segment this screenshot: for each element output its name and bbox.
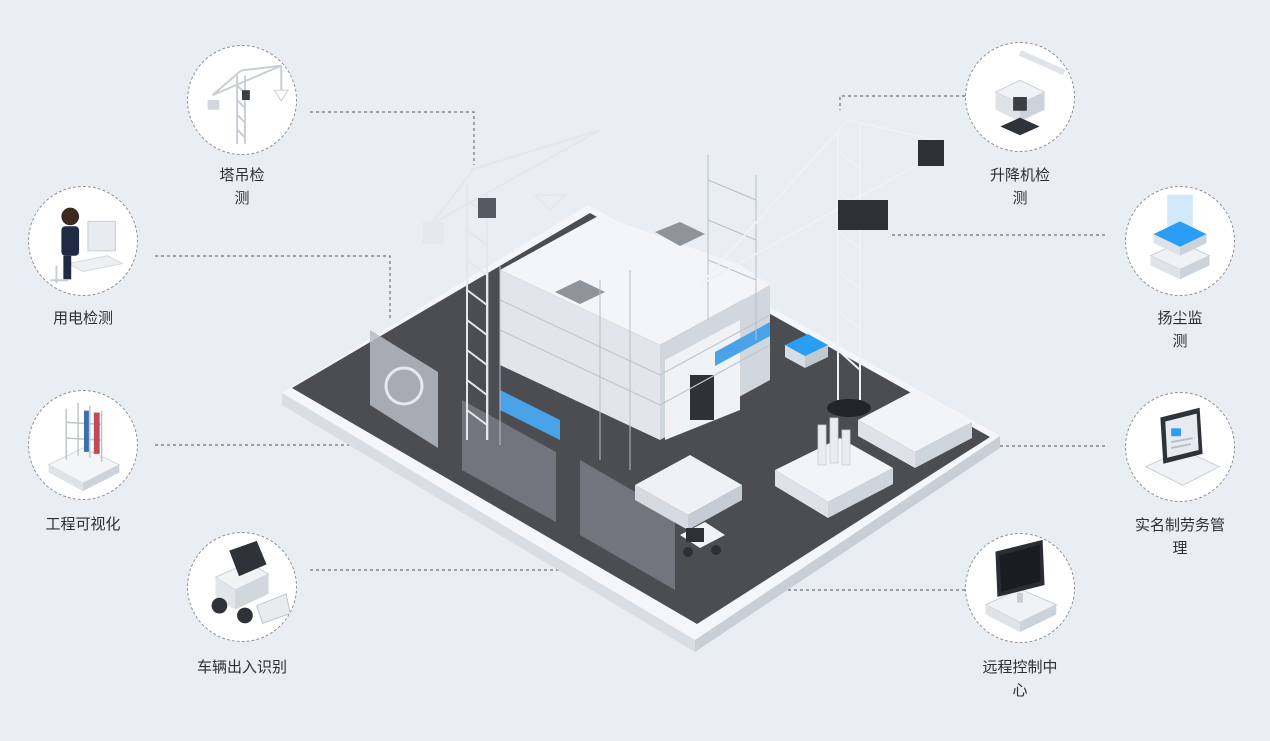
node-dust[interactable] — [1125, 186, 1235, 296]
right-crane-counterweight — [918, 140, 944, 166]
node-remote[interactable] — [965, 533, 1075, 643]
panel-fingerprint — [384, 366, 424, 406]
platform-side — [282, 393, 695, 652]
building-left-face — [500, 270, 660, 440]
node-label-tower-crane: 塔吊检 测 — [177, 164, 307, 210]
node-visualization[interactable] — [28, 390, 138, 500]
node-realname[interactable] — [1125, 392, 1235, 502]
right-crane-base — [827, 399, 871, 417]
building-top — [500, 215, 770, 345]
label-line: 工程可视化 — [45, 515, 121, 533]
connector-tower-crane — [310, 111, 475, 165]
blue-glass-band-left — [500, 390, 560, 440]
tower-crane-icon — [207, 64, 290, 145]
node-vehicle[interactable] — [187, 532, 297, 642]
roof-opening-2 — [655, 222, 705, 246]
analytics-block-2 — [858, 390, 972, 452]
dust-sensor-icon — [1149, 194, 1211, 280]
precast-slabs — [635, 455, 742, 515]
node-label-visualization: 工程可视化 — [18, 513, 148, 536]
label-line: 塔吊检 — [219, 166, 265, 184]
label-line: 测 — [1012, 189, 1028, 207]
label-line: 远程控制中 — [982, 658, 1058, 676]
label-line: 车辆出入识别 — [196, 658, 287, 676]
tablet-icon — [1144, 407, 1221, 486]
label-line: 测 — [234, 189, 250, 207]
left-tower-crane — [429, 129, 601, 440]
dust-device-on-site — [785, 334, 828, 356]
label-line: 实名制劳务管 — [1134, 516, 1225, 534]
node-label-vehicle: 车辆出入识别 — [177, 656, 307, 679]
glass-panel-front — [580, 460, 675, 590]
glass-panel-mid — [462, 400, 556, 522]
connector-elevator — [839, 95, 965, 110]
scaffold-model-icon — [47, 402, 121, 492]
skid-loader-icon — [211, 540, 291, 624]
label-line: 心 — [1012, 681, 1028, 699]
node-label-remote: 远程控制中 心 — [955, 656, 1085, 702]
monitor-icon — [984, 539, 1058, 633]
node-tower-crane[interactable] — [187, 45, 297, 155]
node-label-dust: 扬尘监 测 — [1115, 307, 1245, 353]
label-line: 理 — [1172, 539, 1188, 557]
node-electricity[interactable] — [28, 186, 138, 296]
analytics-block-1 — [775, 438, 893, 502]
node-elevator[interactable] — [965, 42, 1075, 152]
label-line: 升降机检 — [989, 166, 1050, 184]
label-line: 用电检测 — [52, 309, 113, 327]
node-label-electricity: 用电检测 — [18, 307, 148, 330]
roof-opening-1 — [555, 280, 605, 304]
left-crane-hook-load — [533, 194, 567, 212]
platform-side-right — [695, 436, 1000, 652]
right-crane-cab — [838, 200, 888, 230]
label-line: 测 — [1172, 332, 1188, 350]
node-label-realname: 实名制劳务管 理 — [1115, 514, 1245, 560]
elevator-icon — [994, 50, 1066, 136]
label-line: 扬尘监 — [1157, 309, 1203, 327]
node-label-elevator: 升降机检 测 — [955, 164, 1085, 210]
left-crane-cab — [478, 198, 496, 218]
glass-panel-left — [370, 330, 438, 448]
connector-electricity — [155, 255, 391, 320]
office-worker-icon — [50, 207, 124, 284]
left-crane-counterweight — [422, 222, 444, 244]
